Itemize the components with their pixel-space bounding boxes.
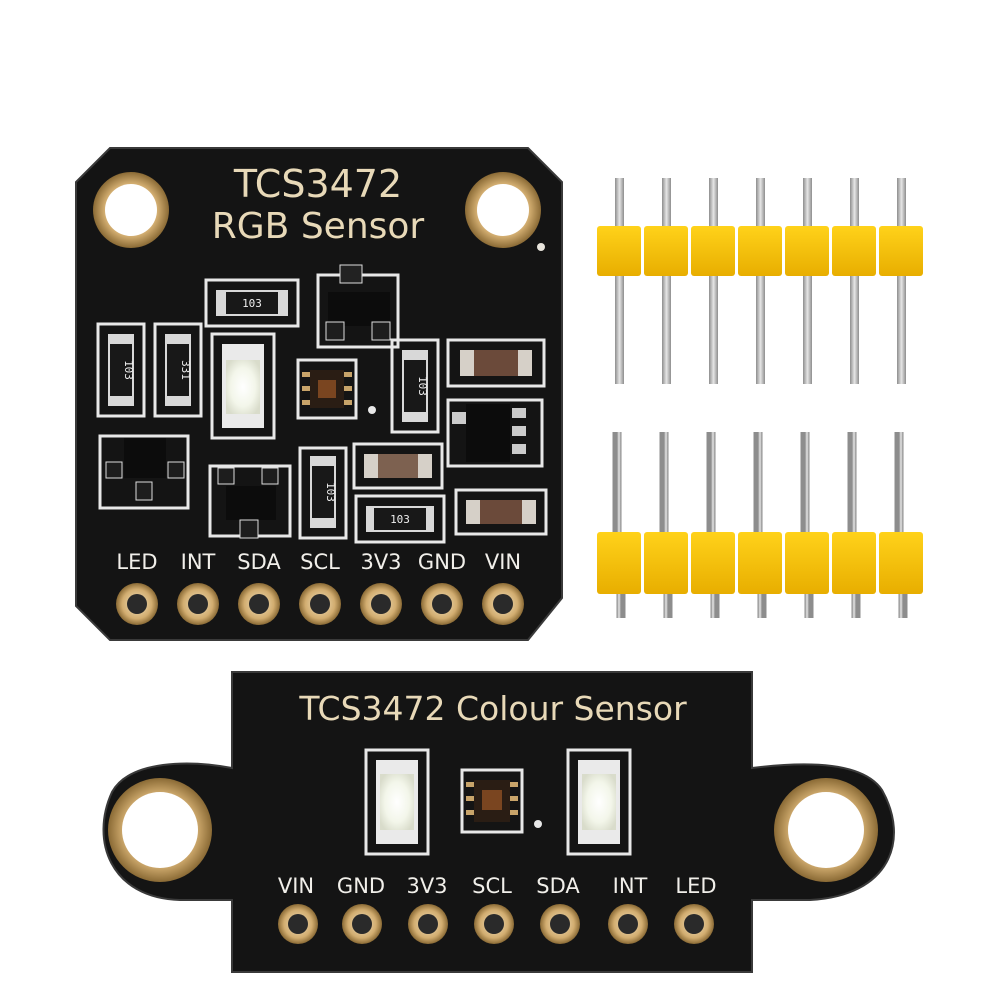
straight-pin-metal (615, 178, 906, 384)
resistor-r2-code: 103 (122, 360, 135, 380)
square-pad-int (177, 583, 219, 625)
tcs3472-chip-long (460, 768, 542, 834)
long-pad-int (608, 904, 648, 944)
square-board-title-line1: TCS3472 (233, 162, 402, 206)
mount-hole-right (465, 172, 541, 248)
long-board: TCS3472 Colour Sensor VIN GND 3V3 (102, 671, 895, 973)
long-pad-sda (540, 904, 580, 944)
regulator-chip (446, 398, 544, 468)
long-pad-led (674, 904, 714, 944)
long-board-title: TCS3472 Colour Sensor (298, 689, 687, 728)
resistor-r3: 331 (153, 322, 203, 418)
resistor-r2: 103 (96, 322, 146, 418)
square-pin-label-gnd: GND (418, 550, 466, 574)
resistor-r4-code: 103 (416, 376, 429, 396)
capacitor-c2 (352, 442, 444, 490)
square-pin-pads (116, 583, 524, 625)
square-pad-gnd (421, 583, 463, 625)
square-pin-label-scl: SCL (300, 550, 340, 574)
header-pins-straight (597, 178, 923, 384)
long-pad-vin (278, 904, 318, 944)
square-pin-label-3v3: 3V3 (360, 550, 401, 574)
long-pad-scl (474, 904, 514, 944)
white-led-square (210, 332, 276, 440)
long-pin-label-sda: SDA (536, 874, 580, 898)
mount-hole-left (93, 172, 169, 248)
resistor-r5: 103 (298, 446, 348, 540)
transistor-top (316, 264, 400, 349)
square-pin-label-led: LED (116, 550, 157, 574)
capacitor-c1 (446, 338, 546, 388)
long-pin-label-3v3: 3V3 (406, 874, 447, 898)
white-led-long-right (566, 748, 632, 856)
capacitor-c3 (454, 488, 548, 536)
square-pad-scl (299, 583, 341, 625)
long-mount-hole-left (108, 778, 212, 882)
long-pin-label-int: INT (613, 874, 648, 898)
white-led-long-left (364, 748, 430, 856)
tcs3472-chip-square (296, 358, 376, 420)
long-pin-label-led: LED (675, 874, 716, 898)
square-pad-led (116, 583, 158, 625)
square-pad-sda (238, 583, 280, 625)
square-pad-vin (482, 583, 524, 625)
square-pin-label-int: INT (181, 550, 216, 574)
long-pin-pads (278, 904, 714, 944)
transistor-middle (208, 464, 292, 539)
square-pin-label-sda: SDA (237, 550, 281, 574)
long-mount-hole-right (774, 778, 878, 882)
square-board-title-line2: RGB Sensor (212, 206, 425, 247)
resistor-r6-code: 103 (390, 513, 410, 526)
angled-header-plastic (597, 532, 923, 594)
long-pin-label-scl: SCL (472, 874, 512, 898)
long-pad-3v3 (408, 904, 448, 944)
resistor-r4: 103 (390, 338, 440, 434)
resistor-r5-code: 103 (324, 482, 337, 502)
resistor-r1-code: 103 (242, 297, 262, 310)
transistor-left (98, 434, 190, 510)
straight-header-plastic (597, 226, 923, 276)
resistor-r3-code: 331 (179, 360, 192, 380)
square-board: TCS3472 RGB Sensor 103 103 (75, 147, 563, 641)
resistor-r1: 103 (204, 278, 300, 328)
resistor-r6: 103 (354, 494, 446, 544)
square-pin-label-vin: VIN (485, 550, 521, 574)
long-pin-label-vin: VIN (278, 874, 314, 898)
square-pad-3v3 (360, 583, 402, 625)
header-pins-angled (597, 432, 923, 618)
long-pin-label-gnd: GND (337, 874, 385, 898)
long-pad-gnd (342, 904, 382, 944)
